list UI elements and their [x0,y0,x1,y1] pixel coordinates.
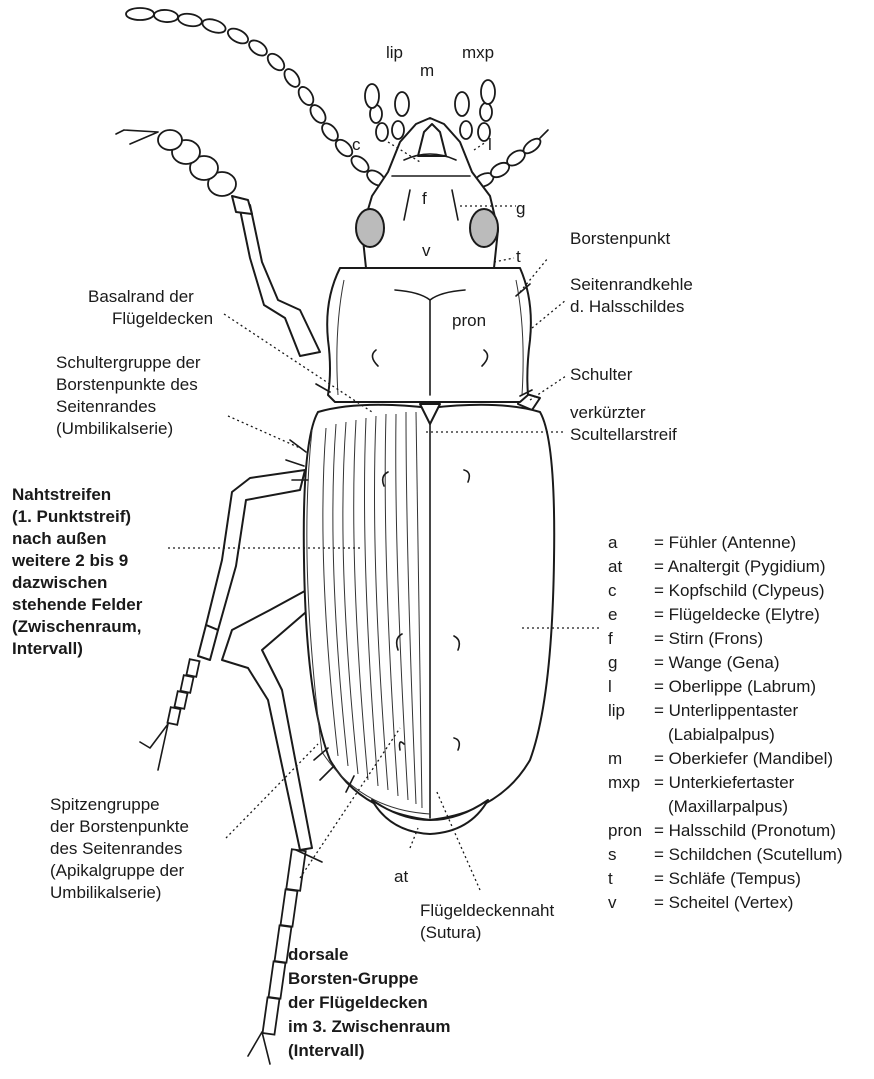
label-schulter: Schulter [570,365,633,384]
labial-palpus-right [455,92,472,139]
label-v: v [422,241,431,260]
label-seitenrandkehle: Seitenrandkehle d. Halsschildes [570,275,698,316]
legend-desc: = Oberkiefer (Mandibel) [654,749,833,768]
annotations-right: Borstenpunkt Seitenrandkehle d. Halsschi… [570,229,698,444]
label-fluegeldeckennaht: Flügeldeckennaht (Sutura) [420,901,559,942]
antenna-left [126,8,388,189]
legend-abbr: a [608,533,618,552]
label-f: f [422,189,427,208]
legend-desc: = Oberlippe (Labrum) [654,677,816,696]
label-verkuerzter: verkürzter Scultellarstreif [570,403,677,444]
label-m: m [420,61,434,80]
elytra [304,404,554,834]
legend-desc: = Flügeldecke (Elytre) [654,605,820,624]
label-nahtstreifen: Nahtstreifen (1. Punktstreif) nach außen… [11,485,147,658]
compound-eye-right [470,209,498,247]
legend-abbr: mxp [608,773,640,792]
legend-abbr: f [608,629,613,648]
legend-desc: = Kopfschild (Clypeus) [654,581,825,600]
legend-abbr: c [608,581,617,600]
legend-abbr: g [608,653,617,672]
label-t: t [516,247,521,266]
legend-abbr: m [608,749,622,768]
label-lip: lip [386,43,403,62]
annotations-bottom: Flügeldeckennaht (Sutura) dorsale Borste… [288,901,559,1060]
legend-desc: (Maxillarpalpus) [668,797,788,816]
legend-abbr: l [608,677,612,696]
legend-abbr: s [608,845,617,864]
legend-desc: = Unterkiefertaster [654,773,795,792]
legend-desc: = Schildchen (Scutellum) [654,845,843,864]
label-c: c [352,135,361,154]
leg-front-left [232,196,320,356]
legend-abbr: pron [608,821,642,840]
tarsus-front-left [116,130,236,196]
label-at: at [394,867,408,886]
label-schultergruppe: Schultergruppe der Borstenpunkte des Sei… [56,353,205,438]
label-basalrand: Basalrand der Flügeldecken [88,287,213,328]
legend: a = Fühler (Antenne) at = Analtergit (Pygid… [608,533,843,912]
label-l: l [488,135,492,154]
legend-abbr: e [608,605,617,624]
label-dorsale: dorsale Borsten-Gruppe der Flügeldecken … [288,945,455,1060]
legend-abbr: v [608,893,617,912]
labial-palpus-left [392,92,409,139]
legend-desc: = Stirn (Frons) [654,629,763,648]
legend-abbr: at [608,557,622,576]
compound-eye-left [356,209,384,247]
legend-abbr: t [608,869,613,888]
label-g: g [516,199,525,218]
label-mxp: mxp [462,43,494,62]
legend-abbr: lip [608,701,625,720]
legend-desc: = Unterlippentaster [654,701,798,720]
label-spitzengruppe: Spitzengruppe der Borstenpunkte des Seit… [50,795,194,902]
legend-desc: = Halsschild (Pronotum) [654,821,836,840]
annotations-left: Basalrand der Flügeldecken Schultergrupp… [11,287,213,902]
tarsus-middle-left [140,659,200,770]
maxillary-palpus-left [365,84,388,141]
label-borstenpunkt: Borstenpunkt [570,229,670,248]
legend-desc: = Scheitel (Vertex) [654,893,793,912]
maxillary-palpus-right [478,80,495,141]
label-pron: pron [452,311,486,330]
legend-desc: = Wange (Gena) [654,653,780,672]
legend-desc: (Labialpalpus) [668,725,775,744]
legend-desc: = Schläfe (Tempus) [654,869,801,888]
pronotum [327,268,531,402]
legend-desc: = Fühler (Antenne) [654,533,796,552]
legend-desc: = Analtergit (Pygidium) [654,557,826,576]
